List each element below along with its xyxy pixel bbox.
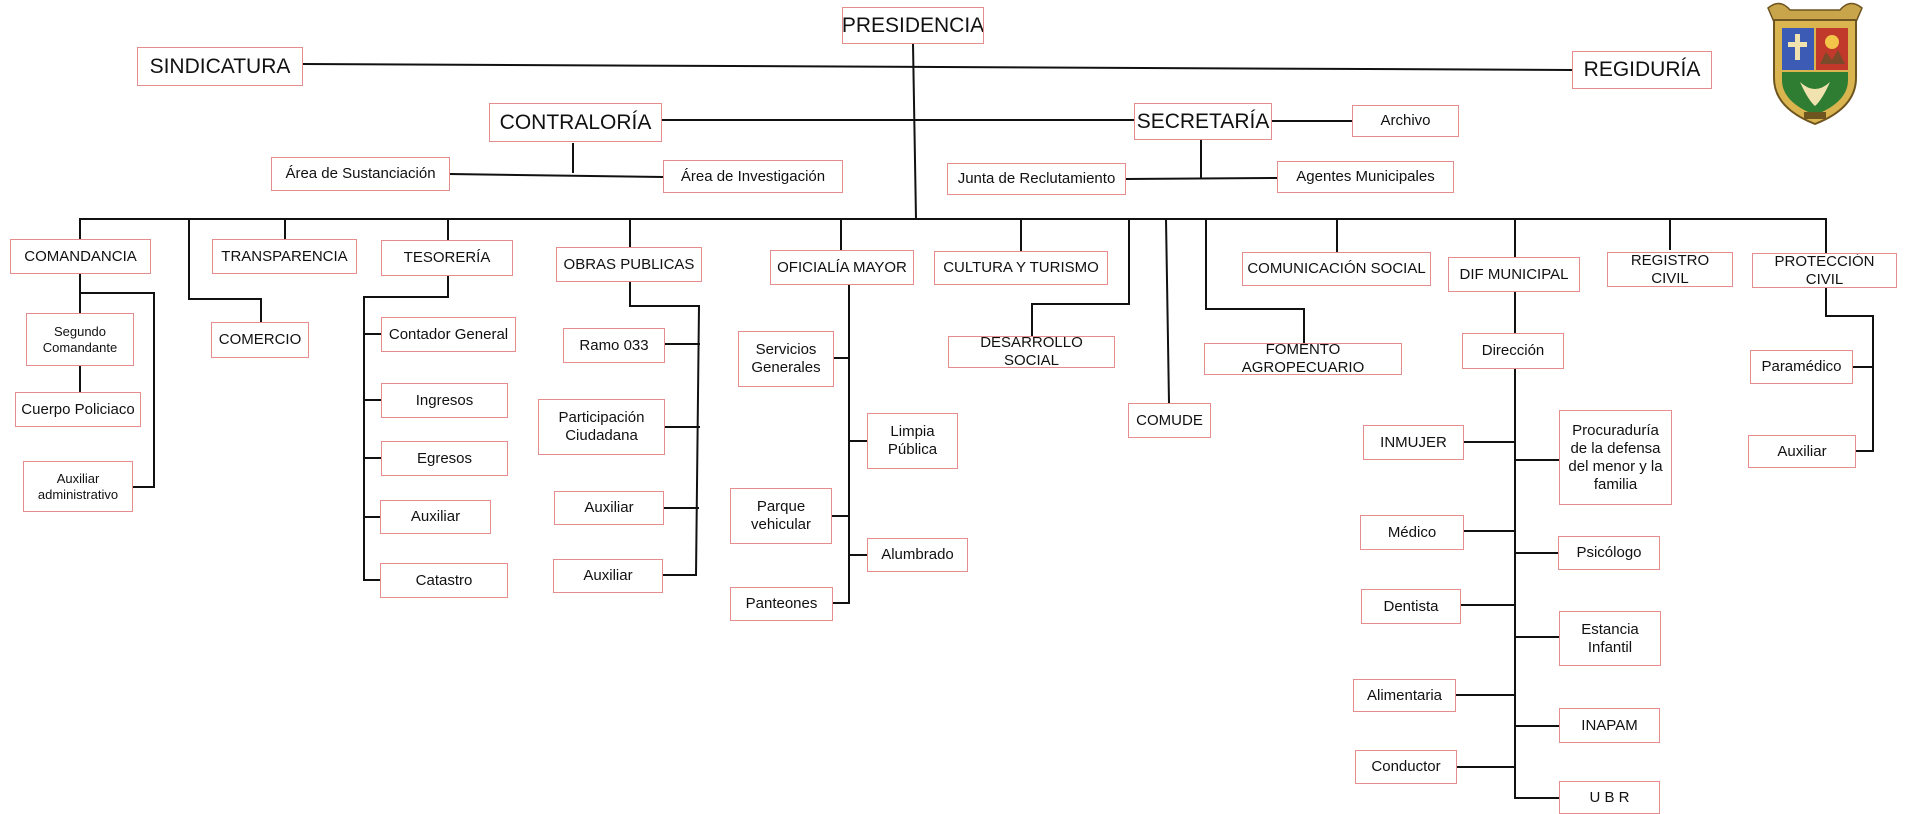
- node-dentista: Dentista: [1361, 589, 1461, 624]
- node-ubr: U B R: [1559, 781, 1660, 814]
- node-alimentaria: Alimentaria: [1353, 679, 1456, 712]
- node-auxiliar-tesoreria: Auxiliar: [380, 500, 491, 534]
- node-auxiliar-obras-1: Auxiliar: [554, 491, 664, 525]
- node-alumbrado: Alumbrado: [867, 538, 968, 572]
- node-oficialia-mayor: OFICIALÍA MAYOR: [770, 250, 914, 285]
- node-fomento-agropecuario: FOMENTO AGROPECUARIO: [1204, 343, 1402, 375]
- node-contraloria: CONTRALORÍA: [489, 103, 662, 142]
- node-catastro: Catastro: [380, 563, 508, 598]
- node-auxiliar-proteccion: Auxiliar: [1748, 435, 1856, 468]
- node-ramo-033: Ramo 033: [563, 328, 665, 363]
- node-inapam: INAPAM: [1559, 708, 1660, 743]
- node-egresos: Egresos: [381, 441, 508, 476]
- node-panteones: Panteones: [730, 587, 833, 621]
- node-medico: Médico: [1360, 515, 1464, 550]
- node-desarrollo-social: DESARROLLO SOCIAL: [948, 336, 1115, 368]
- municipal-coat-of-arms-logo: [1767, 2, 1863, 126]
- node-comude: COMUDE: [1128, 403, 1211, 438]
- node-comandancia: COMANDANCIA: [10, 239, 151, 274]
- node-junta-reclutamiento: Junta de Reclutamiento: [947, 163, 1126, 195]
- node-archivo: Archivo: [1352, 105, 1459, 137]
- node-paramedico: Paramédico: [1750, 350, 1853, 384]
- node-dif-municipal: DIF MUNICIPAL: [1448, 257, 1580, 292]
- node-participacion-ciudadana: Participación Ciudadana: [538, 399, 665, 455]
- node-area-sustanciacion: Área de Sustanciación: [271, 157, 450, 191]
- node-secretaria: SECRETARÍA: [1134, 103, 1272, 140]
- node-limpia-publica: Limpia Pública: [867, 413, 958, 469]
- node-contador-general: Contador General: [381, 317, 516, 352]
- node-transparencia: TRANSPARENCIA: [212, 239, 357, 274]
- node-agentes-municipales: Agentes Municipales: [1277, 161, 1454, 193]
- node-ingresos: Ingresos: [381, 383, 508, 418]
- node-tesoreria: TESORERÍA: [381, 240, 513, 276]
- node-comercio: COMERCIO: [211, 322, 309, 358]
- node-regiduria: REGIDURÍA: [1572, 51, 1712, 89]
- node-inmujer: INMUJER: [1363, 425, 1464, 460]
- node-presidencia: PRESIDENCIA: [842, 7, 984, 44]
- node-proteccion-civil: PROTECCIÓN CIVIL: [1752, 253, 1897, 288]
- node-obras-publicas: OBRAS PUBLICAS: [556, 247, 702, 282]
- node-parque-vehicular: Parque vehicular: [730, 488, 832, 544]
- node-servicios-generales: Servicios Generales: [738, 331, 834, 387]
- node-auxiliar-obras-2: Auxiliar: [553, 559, 663, 593]
- node-area-investigacion: Área de Investigación: [663, 160, 843, 193]
- node-cultura-turismo: CULTURA Y TURISMO: [934, 251, 1108, 285]
- node-comunicacion-social: COMUNICACIÓN SOCIAL: [1242, 252, 1431, 286]
- node-sindicatura: SINDICATURA: [137, 47, 303, 86]
- node-cuerpo-policiaco: Cuerpo Policiaco: [15, 392, 141, 427]
- node-procuraduria: Procuraduría de la defensa del menor y l…: [1559, 410, 1672, 505]
- node-estancia-infantil: Estancia Infantil: [1559, 611, 1661, 666]
- node-segundo-comandante: Segundo Comandante: [26, 313, 134, 366]
- node-direccion: Dirección: [1462, 333, 1564, 369]
- node-registro-civil: REGISTRO CIVIL: [1607, 252, 1733, 287]
- node-auxiliar-administrativo: Auxiliar administrativo: [23, 461, 133, 512]
- node-psicologo: Psicólogo: [1558, 536, 1660, 570]
- node-conductor: Conductor: [1355, 750, 1457, 784]
